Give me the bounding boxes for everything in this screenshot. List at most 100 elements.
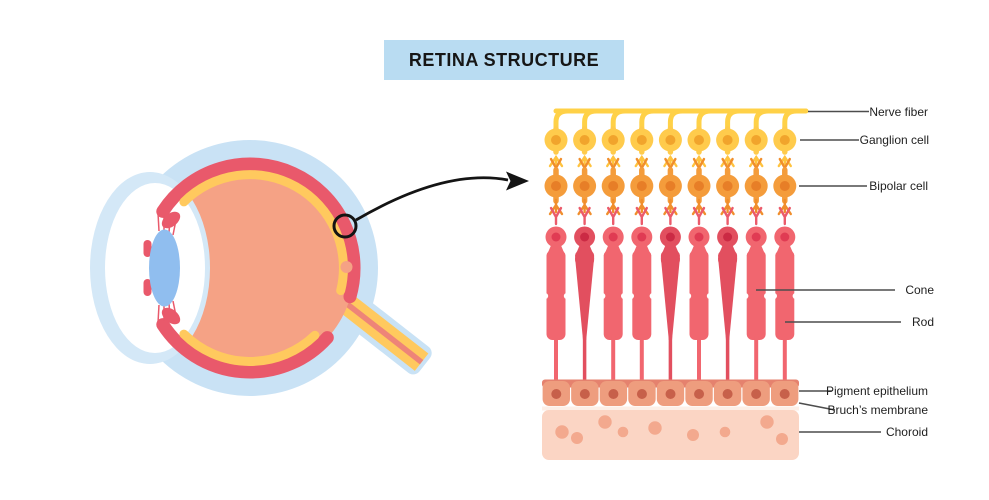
nerve-fiber bbox=[696, 108, 714, 135]
rod-stem bbox=[697, 334, 701, 386]
nerve-fiber bbox=[639, 108, 657, 135]
pigment-epithelium-nucleus bbox=[751, 389, 762, 399]
nerve-fiber bbox=[582, 108, 600, 135]
pigment-epithelium-nucleus bbox=[694, 389, 705, 399]
photoreceptor-column bbox=[685, 108, 714, 386]
bipolar-cell-nucleus bbox=[665, 181, 676, 191]
photoreceptor-column bbox=[599, 108, 628, 386]
optic-nerve-stripe bbox=[330, 290, 424, 365]
pigment-epithelium-label: Pigment epithelium bbox=[826, 384, 928, 398]
bipolar-cell-nucleus bbox=[779, 181, 790, 191]
photoreceptor-synapse bbox=[635, 206, 648, 226]
nerve-fiber bbox=[667, 108, 685, 135]
choroid-dot bbox=[648, 421, 662, 435]
rod-notch-right bbox=[649, 293, 656, 299]
cone-stem bbox=[582, 336, 587, 386]
choroid-dot bbox=[776, 433, 788, 445]
rod-cell-nucleus bbox=[751, 232, 761, 242]
photoreceptor-synapse bbox=[664, 206, 677, 226]
choroid-dot bbox=[617, 426, 629, 438]
choroid-dot bbox=[719, 426, 731, 438]
rod-segment bbox=[689, 250, 709, 340]
photoreceptor-column bbox=[542, 108, 571, 386]
photoreceptor-synapse bbox=[692, 206, 706, 226]
cone-outer-segment bbox=[575, 258, 595, 340]
zonule-fibers-upper bbox=[157, 212, 177, 236]
choroid-ring-lower bbox=[156, 318, 334, 379]
nerve-fiber bbox=[782, 108, 800, 135]
zoom-arrow-head-icon bbox=[506, 171, 529, 191]
choroid-dot bbox=[760, 415, 774, 429]
ganglion-cell-nucleus bbox=[608, 135, 619, 145]
rod-stem bbox=[782, 334, 787, 386]
rod-segment bbox=[546, 250, 566, 340]
rod-notch-left bbox=[628, 293, 634, 299]
rod-cell-nucleus bbox=[551, 232, 561, 242]
cone-stem bbox=[725, 336, 730, 386]
rod-cell-nucleus bbox=[780, 232, 790, 242]
rod-notch-right bbox=[792, 293, 799, 299]
pigment-epithelium-nucleus bbox=[636, 389, 647, 399]
ganglion-cell-nucleus bbox=[579, 135, 590, 145]
rod-stem bbox=[611, 334, 616, 386]
bipolar-cell-nucleus bbox=[551, 181, 561, 191]
cone-outer-segment bbox=[718, 258, 738, 340]
ganglion-cell-nucleus bbox=[665, 135, 676, 145]
rod-notch-right bbox=[563, 293, 570, 299]
photoreceptor-synapse bbox=[721, 206, 734, 226]
rod-notch-right bbox=[621, 293, 627, 299]
rod-segment bbox=[746, 250, 766, 340]
photoreceptor-synapse bbox=[778, 206, 791, 226]
rod-stem bbox=[754, 334, 759, 386]
title-banner-background bbox=[384, 40, 624, 80]
iris-tip-lower bbox=[143, 279, 152, 296]
rod-stem bbox=[554, 334, 558, 386]
bruchs-membrane-leader-line bbox=[798, 402, 836, 411]
bipolar-cell-label: Bipolar cell bbox=[869, 179, 928, 193]
choroid-layer bbox=[542, 406, 799, 460]
photoreceptor-column bbox=[742, 108, 771, 386]
photoreceptor-synapse bbox=[750, 206, 763, 226]
magnified-region-circle bbox=[332, 213, 358, 239]
iris-tip-upper bbox=[143, 240, 152, 257]
cone-cell-nucleus bbox=[580, 232, 590, 242]
cone-outer-segment bbox=[660, 258, 680, 340]
leader-lines bbox=[756, 110, 901, 433]
zoom-arrow bbox=[355, 176, 509, 222]
pigment-epithelium-nucleus bbox=[579, 389, 590, 399]
choroid-dot bbox=[571, 432, 583, 444]
photoreceptor-column bbox=[628, 108, 657, 386]
fovea-notch bbox=[340, 261, 353, 273]
bipolar-cell-nucleus bbox=[722, 181, 733, 191]
ganglion-cell-nucleus bbox=[751, 135, 762, 145]
ganglion-cell-nucleus bbox=[694, 135, 704, 145]
rod-segment bbox=[775, 250, 795, 340]
photoreceptor-synapse bbox=[607, 206, 620, 226]
bipolar-cell-nucleus bbox=[579, 181, 590, 191]
ganglion-cell-nucleus bbox=[722, 135, 733, 145]
choroid-label: Choroid bbox=[886, 425, 928, 439]
rod-notch-right bbox=[706, 293, 713, 299]
pigment-epithelium-nucleus bbox=[779, 389, 790, 399]
eye-cross-section bbox=[90, 140, 432, 396]
choroid-dot bbox=[687, 429, 699, 441]
pigment-epithelium-nucleus bbox=[722, 389, 733, 399]
optic-nerve bbox=[325, 282, 432, 375]
bruchs-membrane-label: Bruch’s membrane bbox=[828, 403, 929, 417]
pigment-epithelium-nucleus bbox=[665, 389, 676, 399]
lens bbox=[149, 229, 180, 307]
zonule-fibers-lower bbox=[157, 300, 177, 324]
rod-segment bbox=[632, 250, 652, 340]
rod-cell-nucleus bbox=[637, 232, 647, 242]
bipolar-cell-nucleus bbox=[608, 181, 619, 191]
rod-notch-right bbox=[764, 293, 770, 299]
choroid-dot bbox=[555, 425, 569, 439]
photoreceptor-column bbox=[658, 108, 685, 386]
nerve-fiber bbox=[553, 108, 571, 135]
photoreceptor-synapse bbox=[578, 206, 591, 226]
rod-notch-left bbox=[742, 293, 749, 299]
pigment-epithelium-nucleus bbox=[551, 389, 562, 399]
ganglion-cell-nucleus bbox=[636, 135, 647, 145]
photoreceptor-synapse bbox=[549, 206, 563, 226]
